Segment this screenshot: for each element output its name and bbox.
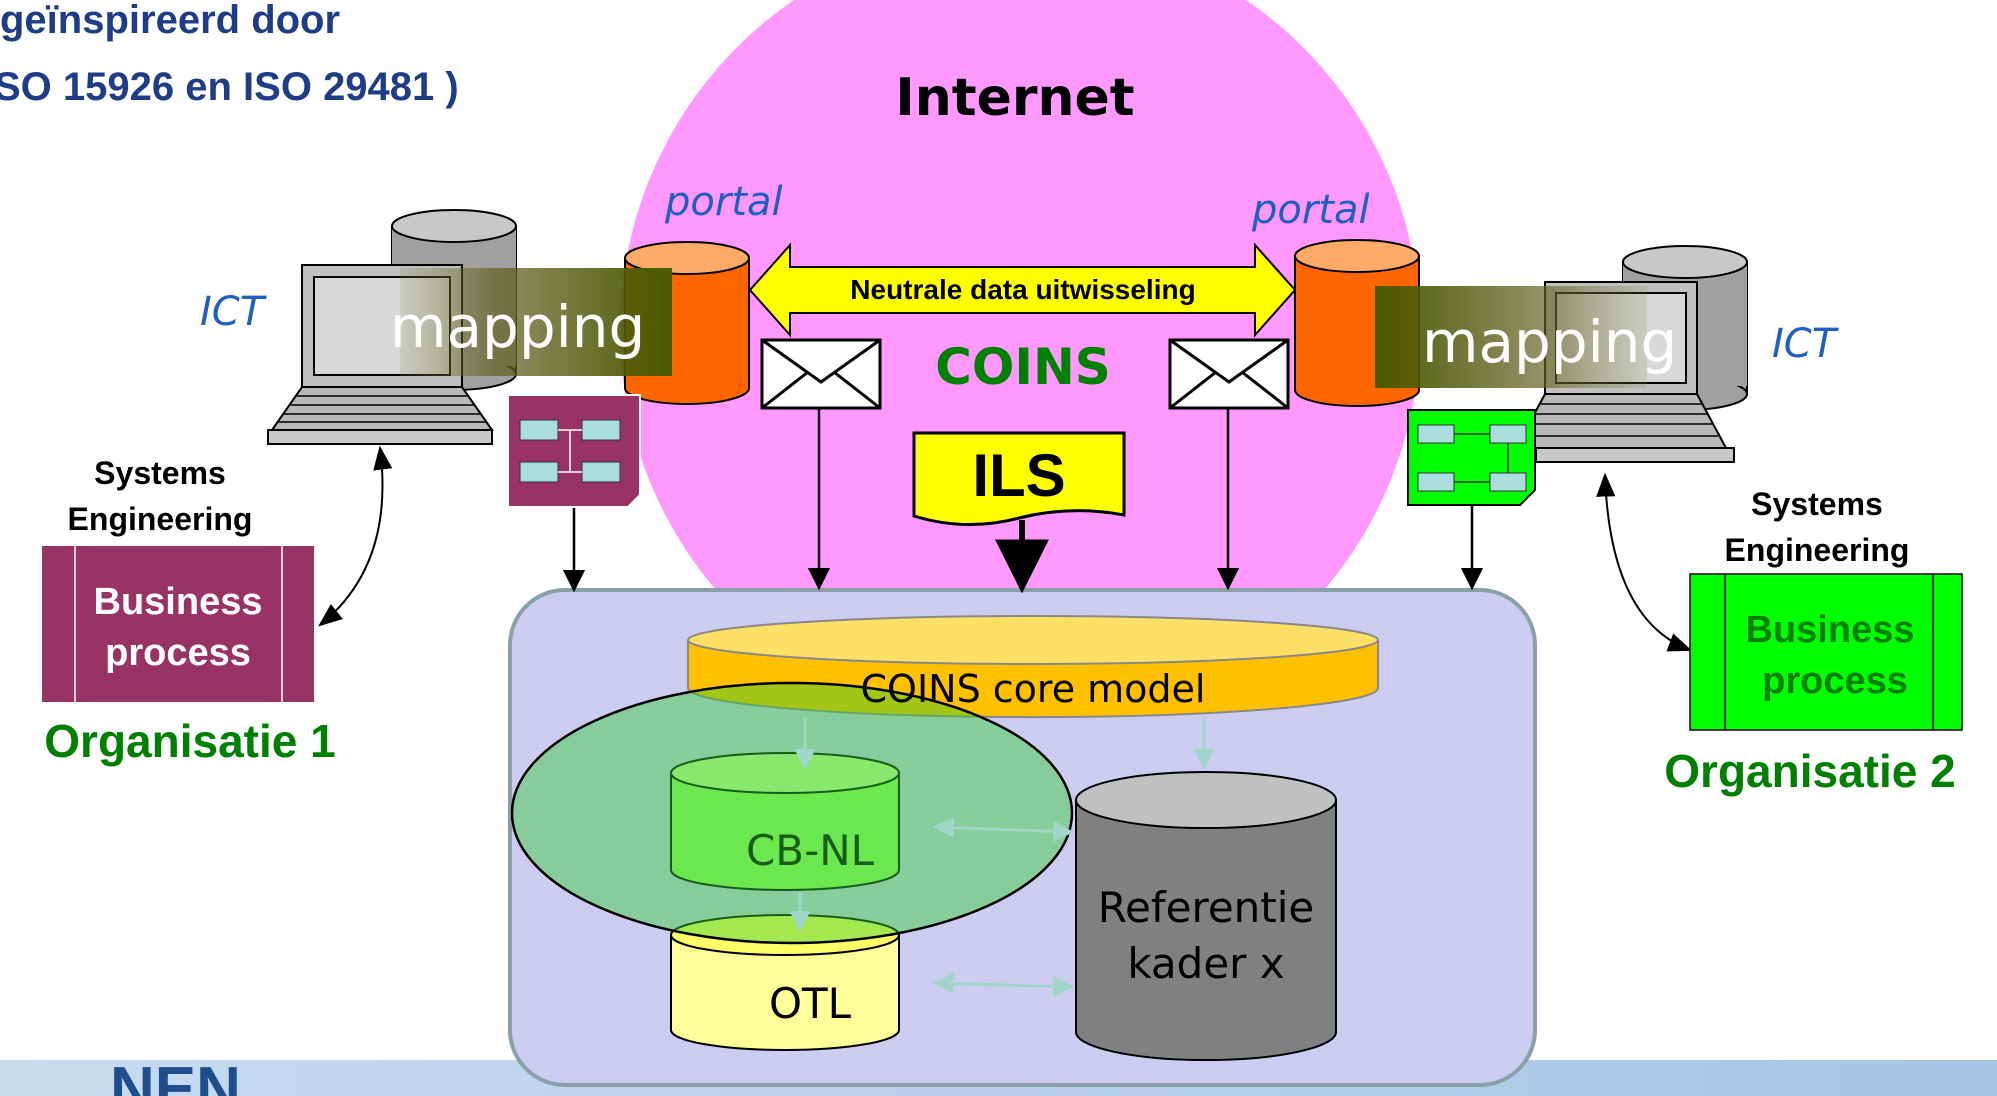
ict-left-label: ICT bbox=[200, 289, 268, 335]
otl-label: OTL bbox=[769, 979, 852, 1028]
org1-bp-line2: process bbox=[105, 632, 251, 674]
org2-bp-line2: process bbox=[1762, 660, 1908, 702]
ict-right-label: ICT bbox=[1772, 321, 1840, 367]
header-line-2: SO 15926 en ISO 29481 ) bbox=[0, 65, 459, 109]
org2-se-line1: Systems bbox=[1751, 486, 1883, 522]
coins-core-model-cylinder bbox=[687, 615, 1379, 719]
coins-label: COINS bbox=[935, 338, 1111, 396]
arrow-org1-process-to-ict bbox=[318, 445, 393, 627]
mapping-left-band bbox=[400, 268, 672, 376]
arrow-otl-referentie bbox=[932, 973, 1075, 997]
internet-label: Internet bbox=[895, 68, 1134, 128]
coins-core-model-label: COINS core model bbox=[861, 667, 1206, 711]
arrow-org2-process-to-ict bbox=[1596, 472, 1693, 652]
cbnl-label: CB-NL bbox=[746, 826, 875, 875]
arrow-cbnl-referentie bbox=[932, 817, 1075, 842]
coins-scope-ellipse bbox=[510, 681, 1074, 945]
org2-bp-line1: Business bbox=[1746, 609, 1915, 651]
portal-right-label: portal bbox=[1251, 187, 1370, 233]
org1-se-line1: Systems bbox=[94, 455, 226, 491]
ref-line1: Referentie bbox=[1098, 883, 1315, 932]
ils-label: ILS bbox=[972, 442, 1065, 509]
org2-name: Organisatie 2 bbox=[1664, 745, 1955, 797]
ils-document bbox=[912, 431, 1126, 527]
ref-line2: kader x bbox=[1127, 939, 1284, 988]
envelope-icon-right bbox=[1168, 338, 1290, 410]
exchange-double-arrow bbox=[748, 242, 1297, 338]
org1-bp-line1: Business bbox=[94, 581, 263, 623]
mapping-right-band bbox=[1375, 286, 1647, 388]
envelope-icon-left bbox=[760, 338, 882, 410]
org1-process-model-icon bbox=[507, 394, 641, 508]
nen-logo: NEN bbox=[110, 1055, 241, 1096]
org1-name: Organisatie 1 bbox=[44, 715, 335, 767]
org2-se-line2: Engineering bbox=[1725, 532, 1910, 568]
portal-left-label: portal bbox=[664, 179, 783, 225]
exchange-label: Neutrale data uitwisseling bbox=[850, 274, 1195, 305]
org1-business-process-box bbox=[42, 546, 314, 702]
header-line-1: geïnspireerd door bbox=[0, 0, 340, 42]
cbnl-cylinder bbox=[670, 752, 900, 891]
referentie-kader-cylinder bbox=[1075, 771, 1337, 1061]
mapping-left-label: mapping bbox=[390, 293, 645, 361]
org2-process-model-icon bbox=[1407, 409, 1536, 506]
mapping-right-label: mapping bbox=[1422, 308, 1677, 376]
org2-business-process-box bbox=[1689, 573, 1963, 731]
org1-se-line2: Engineering bbox=[68, 501, 253, 537]
otl-cylinder bbox=[670, 914, 900, 1051]
